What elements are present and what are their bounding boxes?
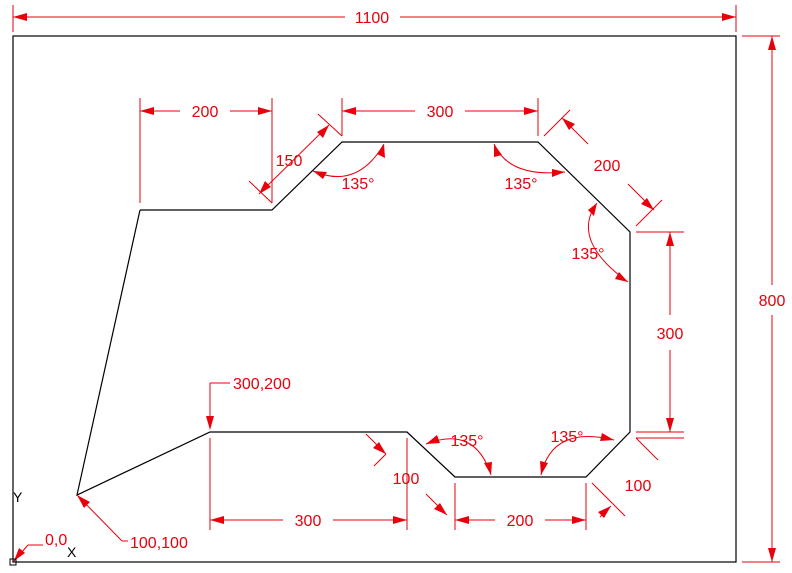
dim-label-chamfer-top-right: 200 xyxy=(594,158,621,175)
dim-point-300-200: 300,200 xyxy=(206,376,291,430)
dim-chamfer-top-right: 200 xyxy=(543,109,663,227)
dim-bottom-width: 200 xyxy=(425,483,587,530)
dim-label-angle-bottom-left: 135° xyxy=(450,433,483,450)
dim-angle-right: 135° xyxy=(571,202,629,283)
part-outline[interactable] xyxy=(76,141,631,497)
dim-label-chamfer-bottom-right: 100 xyxy=(625,478,652,495)
dim-point-100-100: 100,100 xyxy=(76,494,188,552)
dim-label-right-height: 300 xyxy=(657,326,684,343)
ucs-y-label: Y xyxy=(13,489,23,505)
dim-label-width-total: 1100 xyxy=(355,10,390,27)
dim-label-angle-top-right: 135° xyxy=(504,176,537,193)
dim-right-height: 300 xyxy=(636,231,684,433)
dim-label-point-300-200: 300,200 xyxy=(233,376,291,393)
dim-notch-depth: 100 xyxy=(365,433,420,530)
dim-angle-top-left: 135° xyxy=(312,143,385,193)
dim-label-bottom-width: 200 xyxy=(507,513,534,530)
dim-bottom-left-width: 300 xyxy=(209,438,407,530)
dim-angle-bottom-right: 135° xyxy=(540,429,615,476)
dim-chamfer-left: 150 xyxy=(248,113,343,204)
dim-label-angle-right: 135° xyxy=(571,246,604,263)
dim-label-chamfer-left: 150 xyxy=(276,153,303,170)
ucs-icon: Y X xyxy=(9,489,77,566)
dim-label-top-left-width: 200 xyxy=(192,104,219,121)
dim-label-angle-bottom-right: 135° xyxy=(550,429,583,446)
dim-label-angle-top-left: 135° xyxy=(341,176,374,193)
dim-width-total: 1100 xyxy=(12,5,737,32)
dim-top-width: 300 xyxy=(341,98,539,136)
dim-height-total: 800 xyxy=(742,35,786,563)
dim-label-origin: 0,0 xyxy=(45,532,67,549)
dim-label-notch-depth: 100 xyxy=(393,471,420,488)
dim-label-point-100-100: 100,100 xyxy=(130,535,188,552)
dim-angle-top-right: 135° xyxy=(493,143,566,193)
dim-label-bottom-left-width: 300 xyxy=(295,513,322,530)
ucs-x-label: X xyxy=(67,544,77,560)
dim-origin: 0,0 xyxy=(13,532,67,562)
dim-chamfer-bottom-right: 100 xyxy=(591,437,684,518)
drawing-border xyxy=(12,35,737,563)
dim-top-left-width: 200 xyxy=(139,98,273,203)
dim-label-top-width: 300 xyxy=(427,104,454,121)
dim-angle-bottom-left: 135° xyxy=(425,433,492,476)
dim-label-height-total: 800 xyxy=(759,293,786,310)
